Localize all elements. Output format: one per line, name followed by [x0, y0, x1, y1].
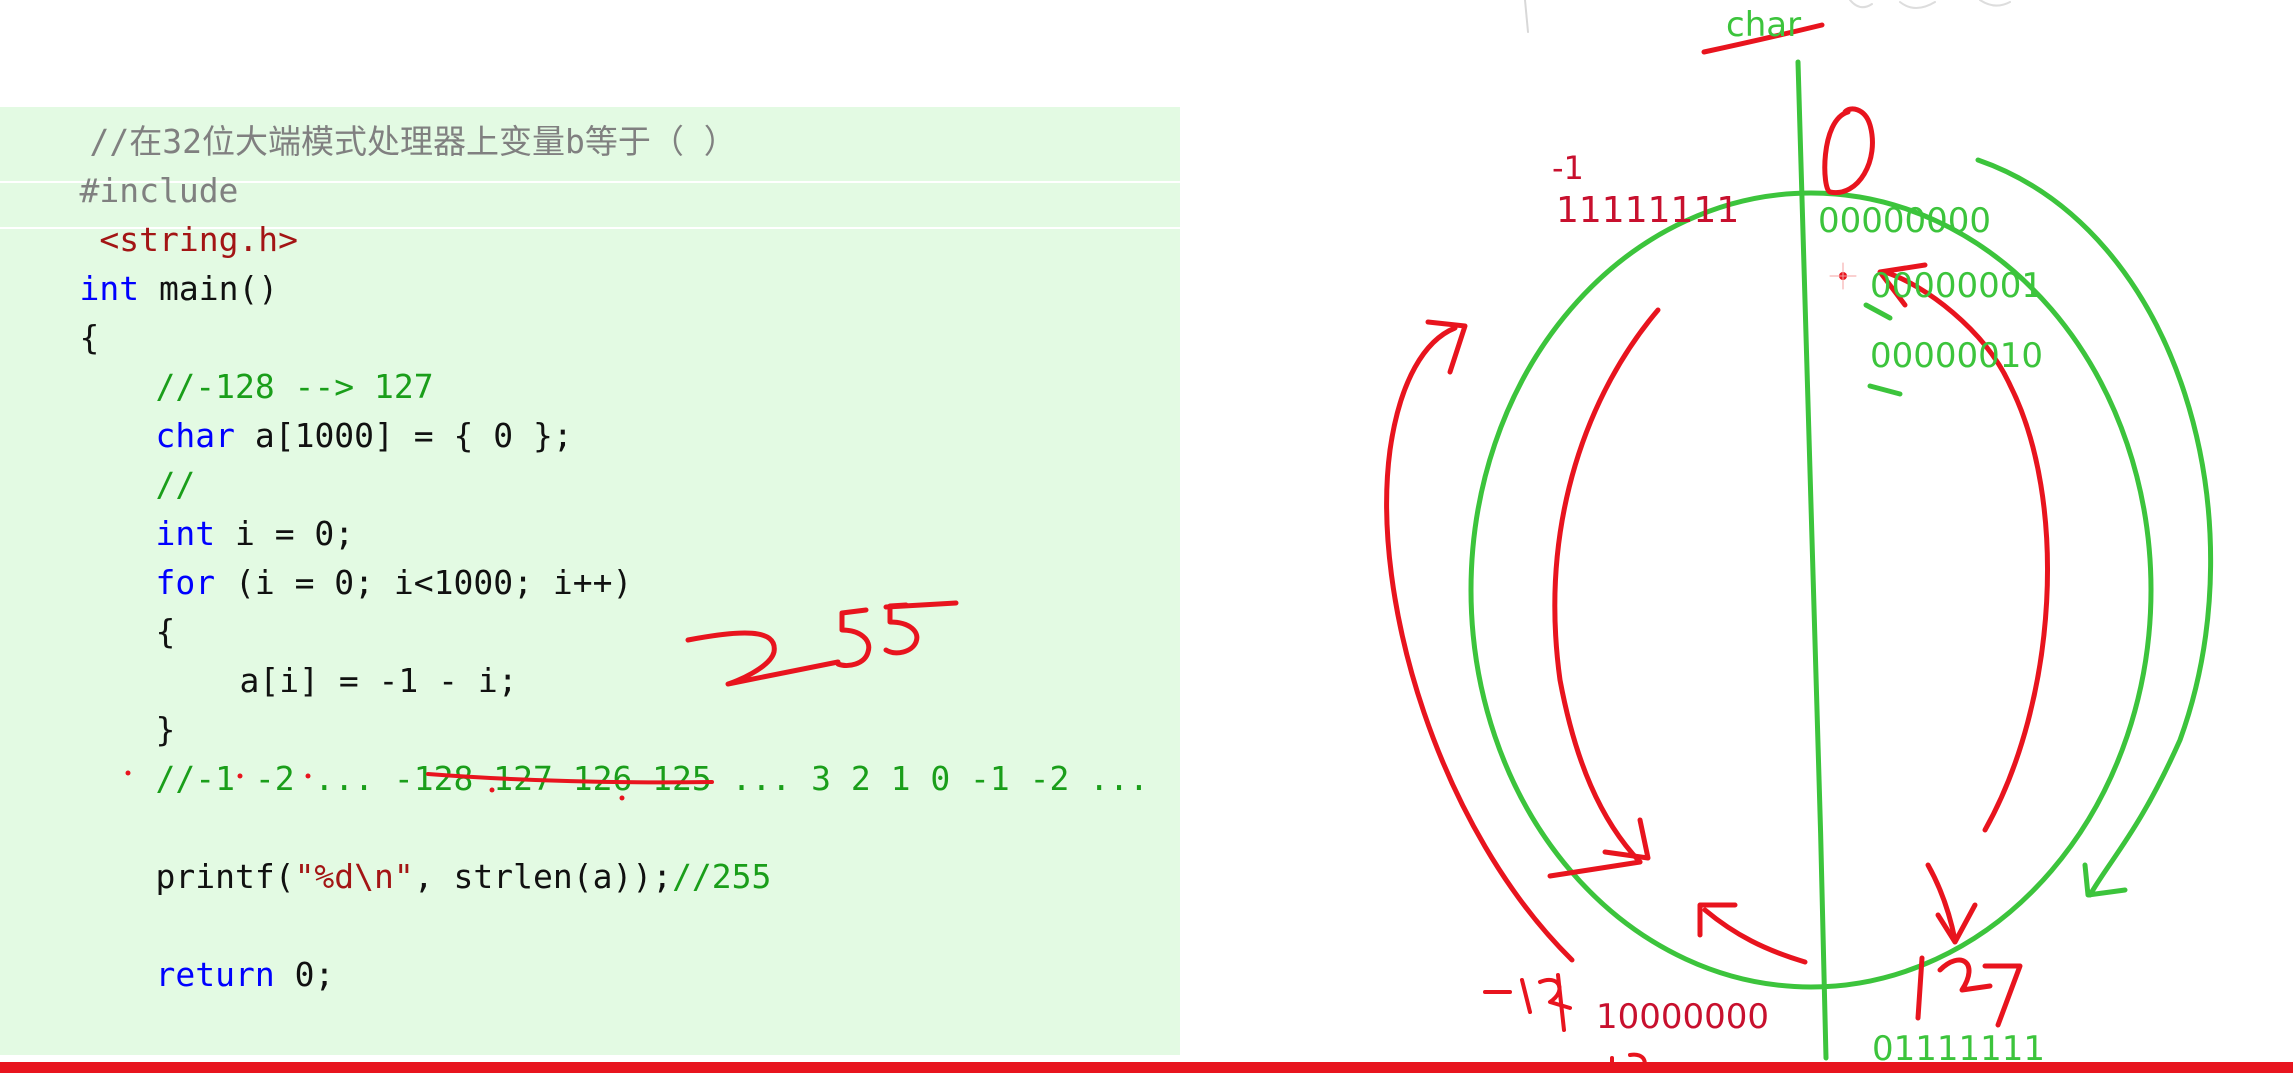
code-line-6: //-128 --> 127 [76, 313, 433, 406]
code-line-5: { [0, 264, 99, 357]
char-keyword: char [155, 416, 235, 455]
outer-left-arrowhead [1425, 319, 1468, 375]
result-comment: //255 [672, 857, 772, 896]
bits-one: 00000001 [1870, 266, 2043, 306]
code-line-10: for (i = 0; i<1000; i++) [76, 509, 632, 602]
annotation-dot [619, 795, 625, 801]
bits-min: 10000000 [1596, 997, 1769, 1037]
assignment-statement: a[i] = -1 - i; [239, 661, 518, 700]
code-line-2: #include <string.h> [0, 117, 298, 259]
bits-two: 00000010 [1870, 336, 2043, 376]
sequence-underline [426, 772, 714, 785]
inner-left-arrowhead [1602, 817, 1651, 861]
code-line-18: return 0; [76, 901, 334, 994]
bottom-wrap-arrowhead [1697, 902, 1738, 938]
value-cycle-circle [1468, 190, 2154, 990]
inner-right-arrow [1882, 269, 2050, 833]
outer-cycle-arrowhead [2082, 862, 2128, 898]
down-arrow-to-127-head [1935, 902, 1978, 945]
sequence-comment: //-1 -2 ... -128 127 126 125 ... 3 2 1 0… [155, 759, 1149, 798]
annotation-dot [305, 773, 311, 779]
loop-brace-close: } [155, 710, 176, 749]
code-line-11: { [76, 558, 175, 651]
empty-comment: // [155, 465, 196, 504]
code-line-16: printf("%d\n", strlen(a));//255 [76, 803, 771, 896]
tick-mark [1863, 302, 1893, 321]
range-comment: //-128 --> 127 [155, 367, 434, 406]
for-keyword: for [155, 563, 216, 602]
char-type-label: char [1726, 5, 1801, 45]
char-underline [1701, 22, 1825, 55]
int-keyword: int [79, 269, 140, 308]
down-arrow-to-127 [1925, 862, 1958, 943]
tick-mark [1867, 383, 1903, 397]
faint-sketch-mark [1524, 0, 1529, 33]
include-header: <string.h> [99, 220, 299, 259]
inner-right-arrowhead [1877, 262, 1928, 308]
code-line-12: a[i] = -1 - i; [160, 607, 517, 700]
bits-all-ones: 11111111 [1556, 190, 1739, 231]
handwritten-127 [1915, 955, 2023, 1028]
printf-call: printf( [155, 857, 295, 896]
vertical-axis-line [1795, 59, 1829, 1061]
pointer-crosshair [1829, 262, 1857, 290]
handwritten-zero [1822, 106, 1875, 196]
outer-cycle-arrow [1975, 157, 2214, 898]
code-line-8: // [76, 411, 195, 504]
line-separator [0, 227, 1180, 229]
inner-left-tail [1547, 859, 1643, 879]
array-declaration: a[1000] = { 0 }; [234, 416, 573, 455]
annotation-dot [125, 770, 131, 776]
return-value: 0; [274, 955, 335, 994]
code-line-9: int i = 0; [76, 460, 354, 553]
header-comment: //在32位大端模式处理器上变量b等于（ ） [89, 122, 737, 161]
faint-sketch-mark [1849, 0, 2011, 9]
printf-format-string: "%d\n" [294, 857, 414, 896]
printf-args: , strlen(a)); [413, 857, 673, 896]
minus-one-label: -1 [1552, 149, 1584, 187]
return-keyword: return [155, 955, 275, 994]
bottom-red-bar [0, 1062, 2293, 1073]
include-directive: #include [79, 171, 239, 210]
annotation-dot [489, 787, 495, 793]
int-declaration: i = 0; [215, 514, 355, 553]
code-line-4: int main() [0, 215, 278, 308]
annotation-dot [237, 773, 243, 779]
bits-zero: 00000000 [1818, 201, 1991, 241]
for-header: (i = 0; i<1000; i++) [215, 563, 633, 602]
bottom-wrap-arrow [1702, 907, 1808, 965]
loop-brace-open: { [155, 612, 176, 651]
handwritten-minus-128 [1483, 973, 1572, 1032]
outer-left-arrow [1384, 325, 1575, 963]
code-line-7: char a[1000] = { 0 }; [76, 362, 572, 455]
code-line-14: //-1 -2 ... -128 127 126 125 ... 3 2 1 0… [76, 705, 1148, 798]
main-brace-open: { [79, 318, 100, 357]
inner-left-arrow [1552, 307, 1661, 865]
line-separator [0, 181, 1180, 183]
int-keyword: int [155, 514, 216, 553]
code-editor[interactable]: //在32位大端模式处理器上变量b等于（ ） #include <string.… [0, 107, 1180, 1055]
code-line-13: } [76, 656, 175, 749]
code-line-1: //在32位大端模式处理器上变量b等于（ ） [10, 107, 736, 161]
handwritten-255 [685, 600, 959, 687]
main-signature: main() [139, 269, 279, 308]
